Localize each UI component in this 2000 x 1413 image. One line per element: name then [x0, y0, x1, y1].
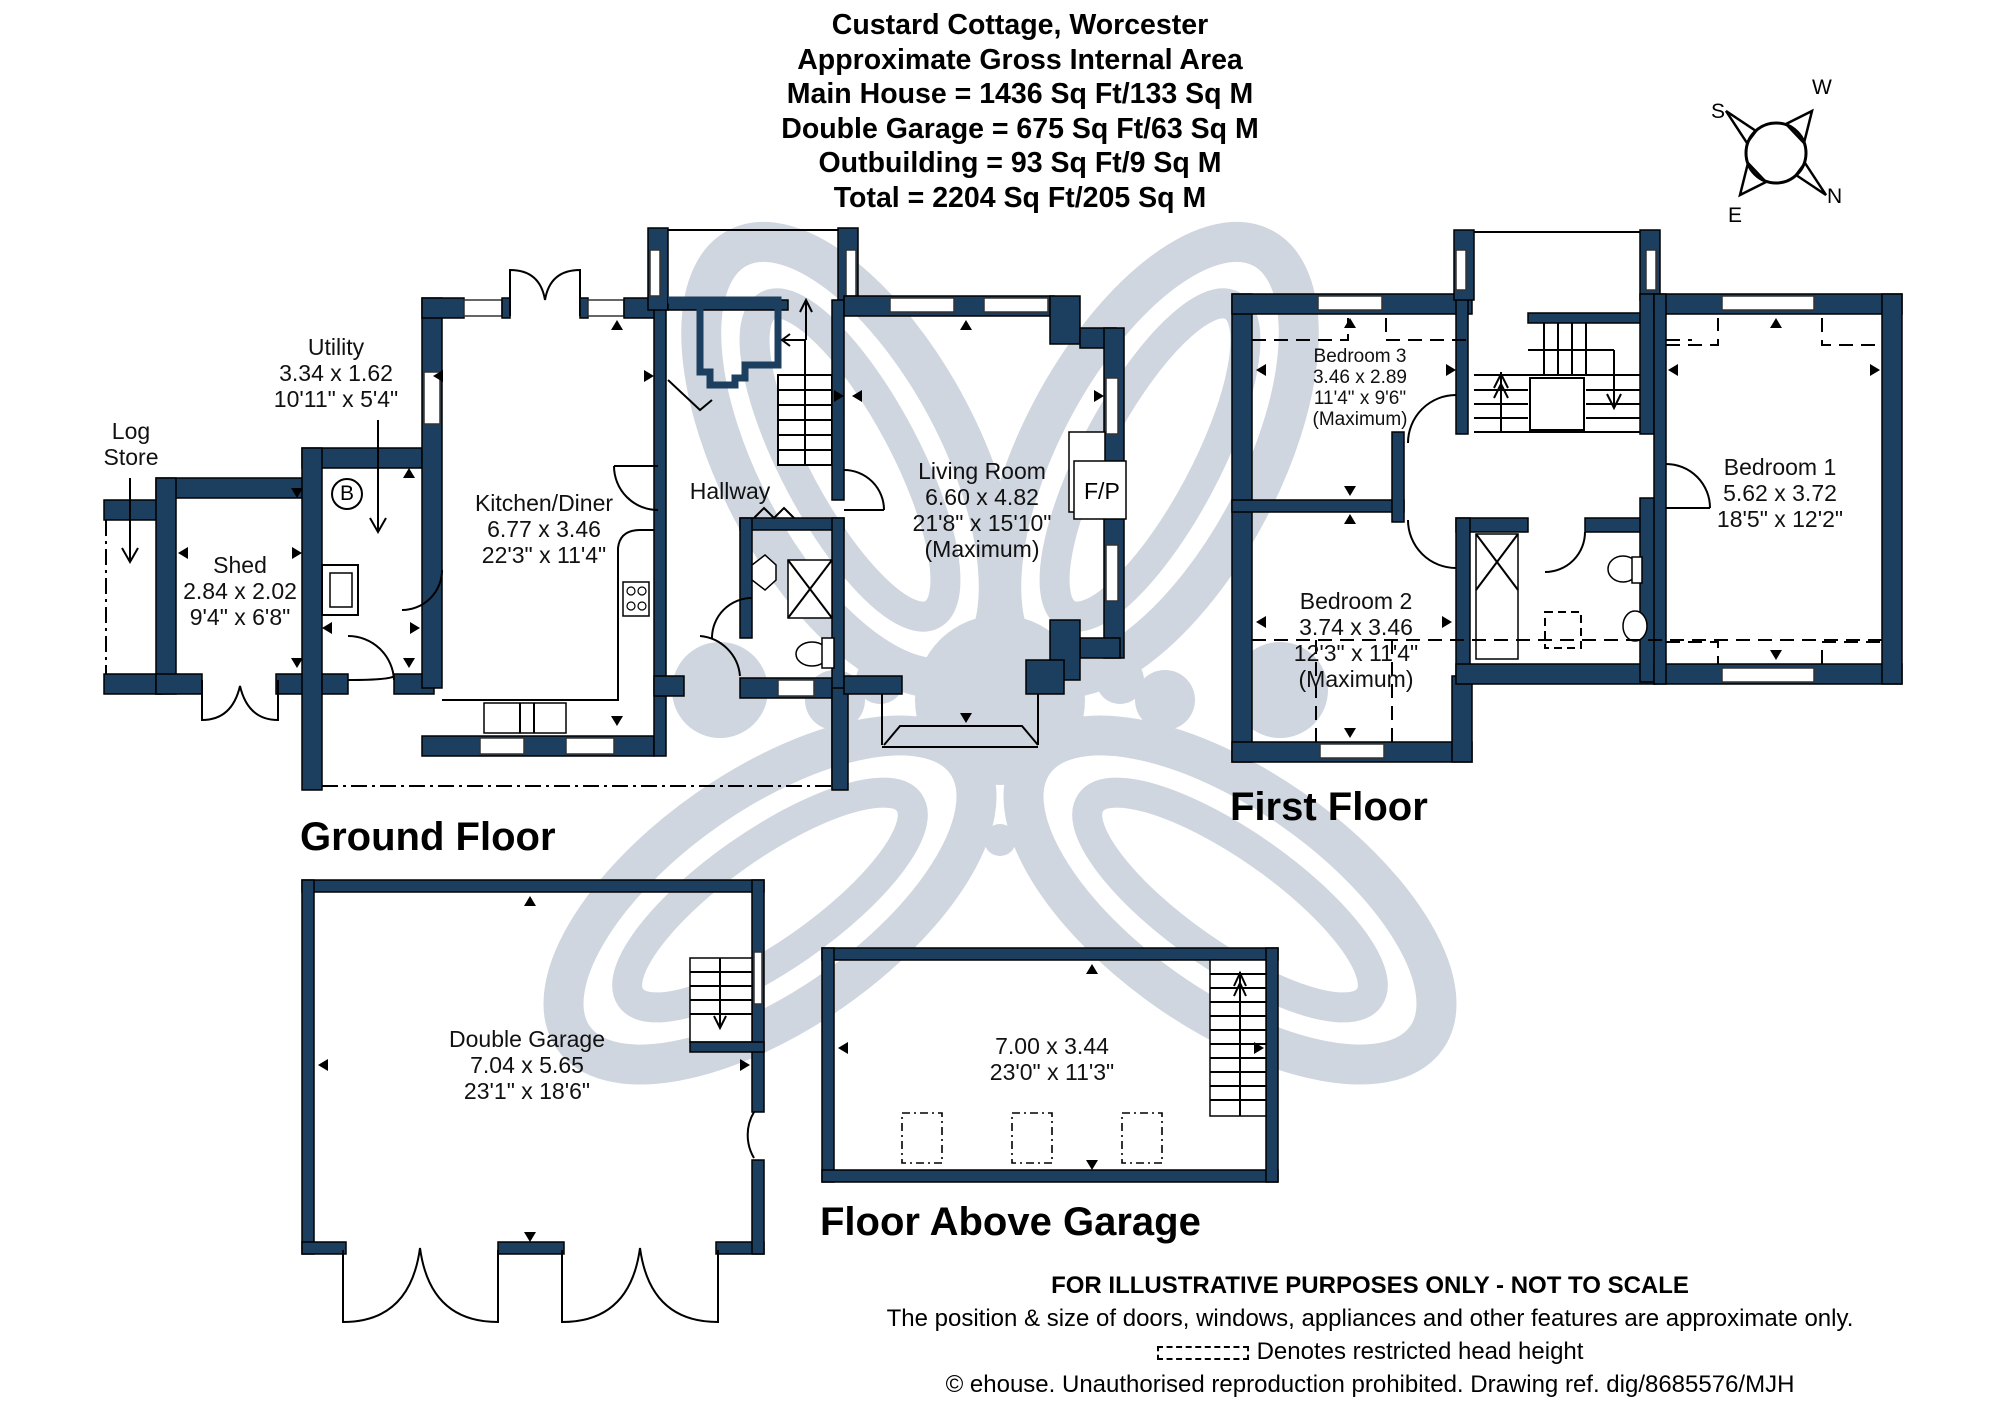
room-imperial: 21'8" x 15'10"	[912, 510, 1052, 536]
compass-rose	[1724, 108, 1828, 198]
compass-e: E	[1728, 204, 1743, 227]
room-shed: Shed 2.84 x 2.02 9'4" x 6'8"	[183, 552, 297, 630]
floor-label-ground: Ground Floor	[300, 815, 556, 859]
disclaimer: FOR ILLUSTRATIVE PURPOSES ONLY - NOT TO …	[1051, 1272, 1689, 1299]
room-metric: 7.00 x 3.44	[995, 1033, 1109, 1059]
room-imperial: 18'5" x 12'2"	[1716, 506, 1844, 532]
room-above-garage: 7.00 x 3.44 23'0" x 11'3"	[990, 1033, 1114, 1085]
room-metric: 6.77 x 3.46	[487, 516, 601, 542]
room-bedroom-3: Bedroom 3 3.46 x 2.89 11'4" x 9'6" (Maxi…	[1313, 346, 1408, 430]
above-garage-plan	[821, 947, 1279, 1183]
room-imperial: 10'11" x 5'4"	[273, 386, 399, 412]
compass-w: W	[1812, 76, 1832, 99]
first-floor-plan	[1231, 229, 1903, 763]
fireplace-label: F/P	[1084, 478, 1120, 504]
room-name: Utility	[307, 334, 365, 360]
room-name: Kitchen/Diner	[474, 490, 614, 516]
room-metric: 6.60 x 4.82	[925, 484, 1039, 510]
room-name: Living Room	[918, 458, 1046, 484]
compass-n: N	[1827, 185, 1843, 208]
room-name: Log	[111, 418, 151, 444]
room-metric: 3.34 x 1.62	[279, 360, 393, 386]
restricted-height-legend-icon	[1156, 1345, 1249, 1360]
room-note: (Maximum)	[924, 536, 1040, 562]
footer-notes: FOR ILLUSTRATIVE PURPOSES ONLY - NOT TO …	[820, 1270, 1920, 1401]
room-hallway: Hallway	[690, 478, 771, 504]
room-note: (Maximum)	[1298, 666, 1414, 692]
room-name: Shed	[213, 552, 267, 578]
area-double-garage: Double Garage = 675 Sq Ft/63 Sq M	[781, 112, 1259, 145]
area-total: Total = 2204 Sq Ft/205 Sq M	[833, 181, 1207, 214]
property-name: Custard Cottage, Worcester	[831, 9, 1209, 41]
room-imperial: 22'3" x 11'4"	[481, 542, 607, 568]
room-imperial: 11'4" x 9'6"	[1313, 388, 1407, 409]
room-name: Store	[103, 444, 159, 470]
room-log-store: Log Store	[104, 418, 159, 470]
area-subtitle: Approximate Gross Internal Area	[797, 43, 1243, 76]
approximation-note: The position & size of doors, windows, a…	[886, 1305, 1854, 1332]
room-name: Bedroom 2	[1299, 588, 1413, 614]
room-name: Hallway	[689, 478, 771, 504]
compass-s: S	[1711, 100, 1726, 123]
area-outbuilding: Outbuilding = 93 Sq Ft/9 Sq M	[818, 147, 1222, 179]
room-name: Bedroom 1	[1723, 454, 1837, 480]
room-imperial: 12'3" x 11'4"	[1293, 640, 1419, 666]
room-utility: Utility 3.34 x 1.62 10'11" x 5'4"	[274, 334, 398, 412]
room-bedroom-2: Bedroom 2 3.74 x 3.46 12'3" x 11'4" (Max…	[1294, 588, 1418, 692]
ground-floor-plan	[103, 227, 1127, 791]
room-imperial: 23'0" x 11'3"	[989, 1059, 1115, 1085]
area-main-house: Main House = 1436 Sq Ft/133 Sq M	[786, 78, 1254, 110]
room-name: Double Garage	[449, 1026, 605, 1052]
floor-label-above-garage: Floor Above Garage	[820, 1200, 1201, 1244]
room-kitchen-diner: Kitchen/Diner 6.77 x 3.46 22'3" x 11'4"	[475, 490, 613, 568]
room-metric: 3.46 x 2.89	[1312, 367, 1408, 388]
garage-plan	[301, 879, 765, 1324]
legend-text: Denotes restricted head height	[1256, 1338, 1584, 1365]
title-block: Custard Cottage, Worcester Approximate G…	[700, 8, 1340, 215]
room-living-room: Living Room 6.60 x 4.82 21'8" x 15'10" (…	[913, 458, 1052, 562]
room-metric: 3.74 x 3.46	[1299, 614, 1413, 640]
room-imperial: 23'1" x 18'6"	[463, 1078, 591, 1104]
room-metric: 7.04 x 5.65	[470, 1052, 584, 1078]
room-bedroom-1: Bedroom 1 5.62 x 3.72 18'5" x 12'2"	[1717, 454, 1843, 532]
legend: Denotes restricted head height	[820, 1335, 1920, 1368]
room-double-garage: Double Garage 7.04 x 5.65 23'1" x 18'6"	[449, 1026, 605, 1104]
room-imperial: 9'4" x 6'8"	[189, 604, 291, 630]
room-metric: 2.84 x 2.02	[183, 578, 297, 604]
room-metric: 5.62 x 3.72	[1723, 480, 1837, 506]
room-name: Bedroom 3	[1313, 346, 1407, 367]
copyright: © ehouse. Unauthorised reproduction proh…	[945, 1371, 1795, 1398]
boiler-symbol: B	[340, 482, 355, 505]
room-note: (Maximum)	[1312, 409, 1408, 430]
floor-label-first: First Floor	[1230, 785, 1428, 829]
